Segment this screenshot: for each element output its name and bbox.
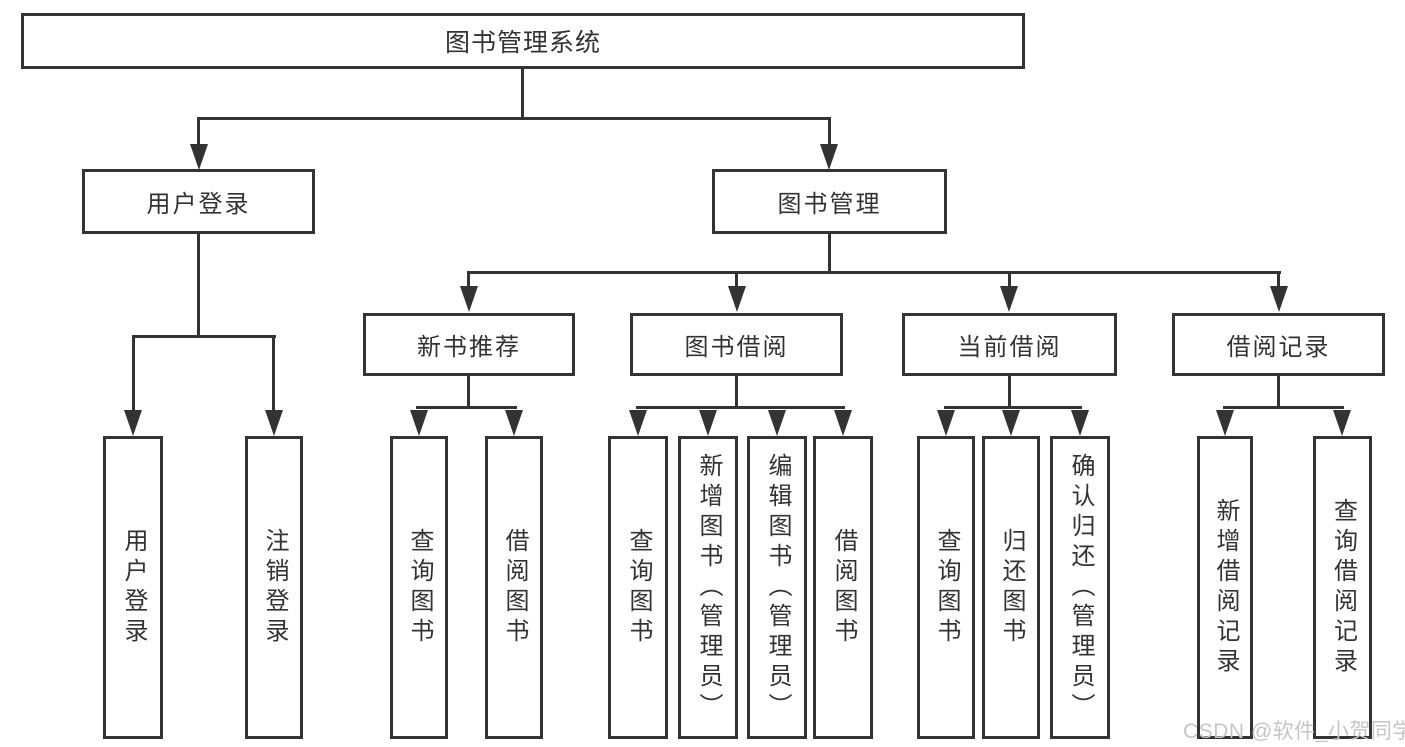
arrow-down-icon: [1216, 410, 1234, 436]
node-current-borrow-label: 当前借阅: [957, 334, 1062, 361]
arrow-down-icon: [768, 410, 786, 436]
connector-line: [1277, 376, 1280, 407]
connector-line: [735, 274, 738, 287]
arrow-down-icon: [190, 144, 208, 170]
connector-line: [197, 234, 200, 337]
connector-line: [416, 406, 517, 409]
leaf-edit-books-admin-label: 编辑图书（管理员）: [764, 452, 791, 723]
node-user-login: 用户登录: [82, 169, 315, 234]
arrow-down-icon: [410, 410, 428, 436]
connector-line: [636, 406, 845, 409]
connector-line: [1277, 274, 1280, 287]
node-new-book-recommend: 新书推荐: [363, 313, 575, 376]
leaf-query-books-recommend: 查询图书: [390, 436, 448, 739]
connector-line: [521, 69, 524, 119]
arrow-down-icon: [1071, 410, 1089, 436]
arrow-down-icon: [265, 410, 283, 436]
leaf-logout-label: 注销登录: [261, 527, 288, 648]
leaf-return-books-label: 归还图书: [998, 527, 1025, 648]
arrow-down-icon: [699, 410, 717, 436]
leaf-borrow-books-recommend-label: 借阅图书: [501, 527, 528, 648]
leaf-borrow-books: 借阅图书: [813, 436, 873, 739]
connector-line: [467, 271, 1281, 274]
arrow-down-icon: [820, 144, 838, 170]
leaf-confirm-return-admin: 确认归还（管理员）: [1050, 436, 1110, 739]
connector-line: [132, 338, 135, 412]
node-borrow-records: 借阅记录: [1172, 313, 1385, 376]
connector-line: [828, 120, 831, 146]
arrow-down-icon: [124, 410, 142, 436]
leaf-user-login-label: 用户登录: [120, 527, 147, 648]
arrow-down-icon: [505, 410, 523, 436]
connector-line: [1223, 406, 1344, 409]
node-new-book-recommend-label: 新书推荐: [417, 334, 521, 361]
leaf-confirm-return-admin-label: 确认归还（管理员）: [1067, 452, 1094, 723]
leaf-query-books-borrow-label: 查询图书: [625, 527, 652, 648]
node-current-borrow: 当前借阅: [902, 313, 1117, 376]
node-root: 图书管理系统: [21, 13, 1025, 69]
leaf-query-books-borrow: 查询图书: [608, 436, 668, 739]
leaf-logout: 注销登录: [245, 436, 303, 739]
leaf-edit-books-admin: 编辑图书（管理员）: [747, 436, 807, 739]
arrow-down-icon: [460, 286, 478, 312]
node-user-login-label: 用户登录: [146, 191, 251, 218]
connector-line: [944, 406, 1082, 409]
connector-line: [467, 274, 470, 287]
connector-line: [828, 234, 831, 273]
leaf-return-books: 归还图书: [982, 436, 1040, 739]
node-root-label: 图书管理系统: [444, 29, 601, 57]
connector-line: [197, 117, 831, 120]
arrow-down-icon: [1333, 410, 1351, 436]
connector-line: [197, 120, 200, 146]
node-book-management: 图书管理: [712, 169, 947, 234]
arrow-down-icon: [1270, 286, 1288, 312]
arrow-down-icon: [937, 410, 955, 436]
connector-line: [132, 335, 276, 338]
leaf-borrow-books-label: 借阅图书: [830, 527, 857, 648]
leaf-add-borrow-record-label: 新增借阅记录: [1212, 497, 1239, 678]
node-book-management-label: 图书管理: [777, 191, 882, 218]
node-book-borrow-label: 图书借阅: [684, 334, 789, 361]
watermark: CSDN @软件_小贺同学: [1183, 720, 1405, 743]
leaf-query-books-current: 查询图书: [917, 436, 975, 739]
arrow-down-icon: [728, 286, 746, 312]
node-book-borrow: 图书借阅: [630, 313, 843, 376]
arrow-down-icon: [629, 410, 647, 436]
leaf-borrow-books-recommend: 借阅图书: [485, 436, 543, 739]
connector-line: [735, 376, 738, 407]
leaf-add-books-admin-label: 新增图书（管理员）: [695, 452, 722, 723]
leaf-query-borrow-record: 查询借阅记录: [1313, 436, 1372, 739]
connector-line: [272, 338, 275, 412]
connector-line: [1008, 376, 1011, 407]
arrow-down-icon: [834, 410, 852, 436]
node-borrow-records-label: 借阅记录: [1226, 334, 1331, 361]
arrow-down-icon: [1000, 286, 1018, 312]
leaf-add-borrow-record: 新增借阅记录: [1197, 436, 1253, 739]
leaf-user-login: 用户登录: [103, 436, 163, 739]
leaf-query-books-current-label: 查询图书: [933, 527, 960, 648]
connector-line: [1008, 274, 1011, 287]
connector-line: [467, 376, 470, 407]
arrow-down-icon: [1002, 410, 1020, 436]
leaf-add-books-admin: 新增图书（管理员）: [678, 436, 738, 739]
leaf-query-borrow-record-label: 查询借阅记录: [1329, 497, 1357, 678]
leaf-query-books-recommend-label: 查询图书: [406, 527, 433, 648]
